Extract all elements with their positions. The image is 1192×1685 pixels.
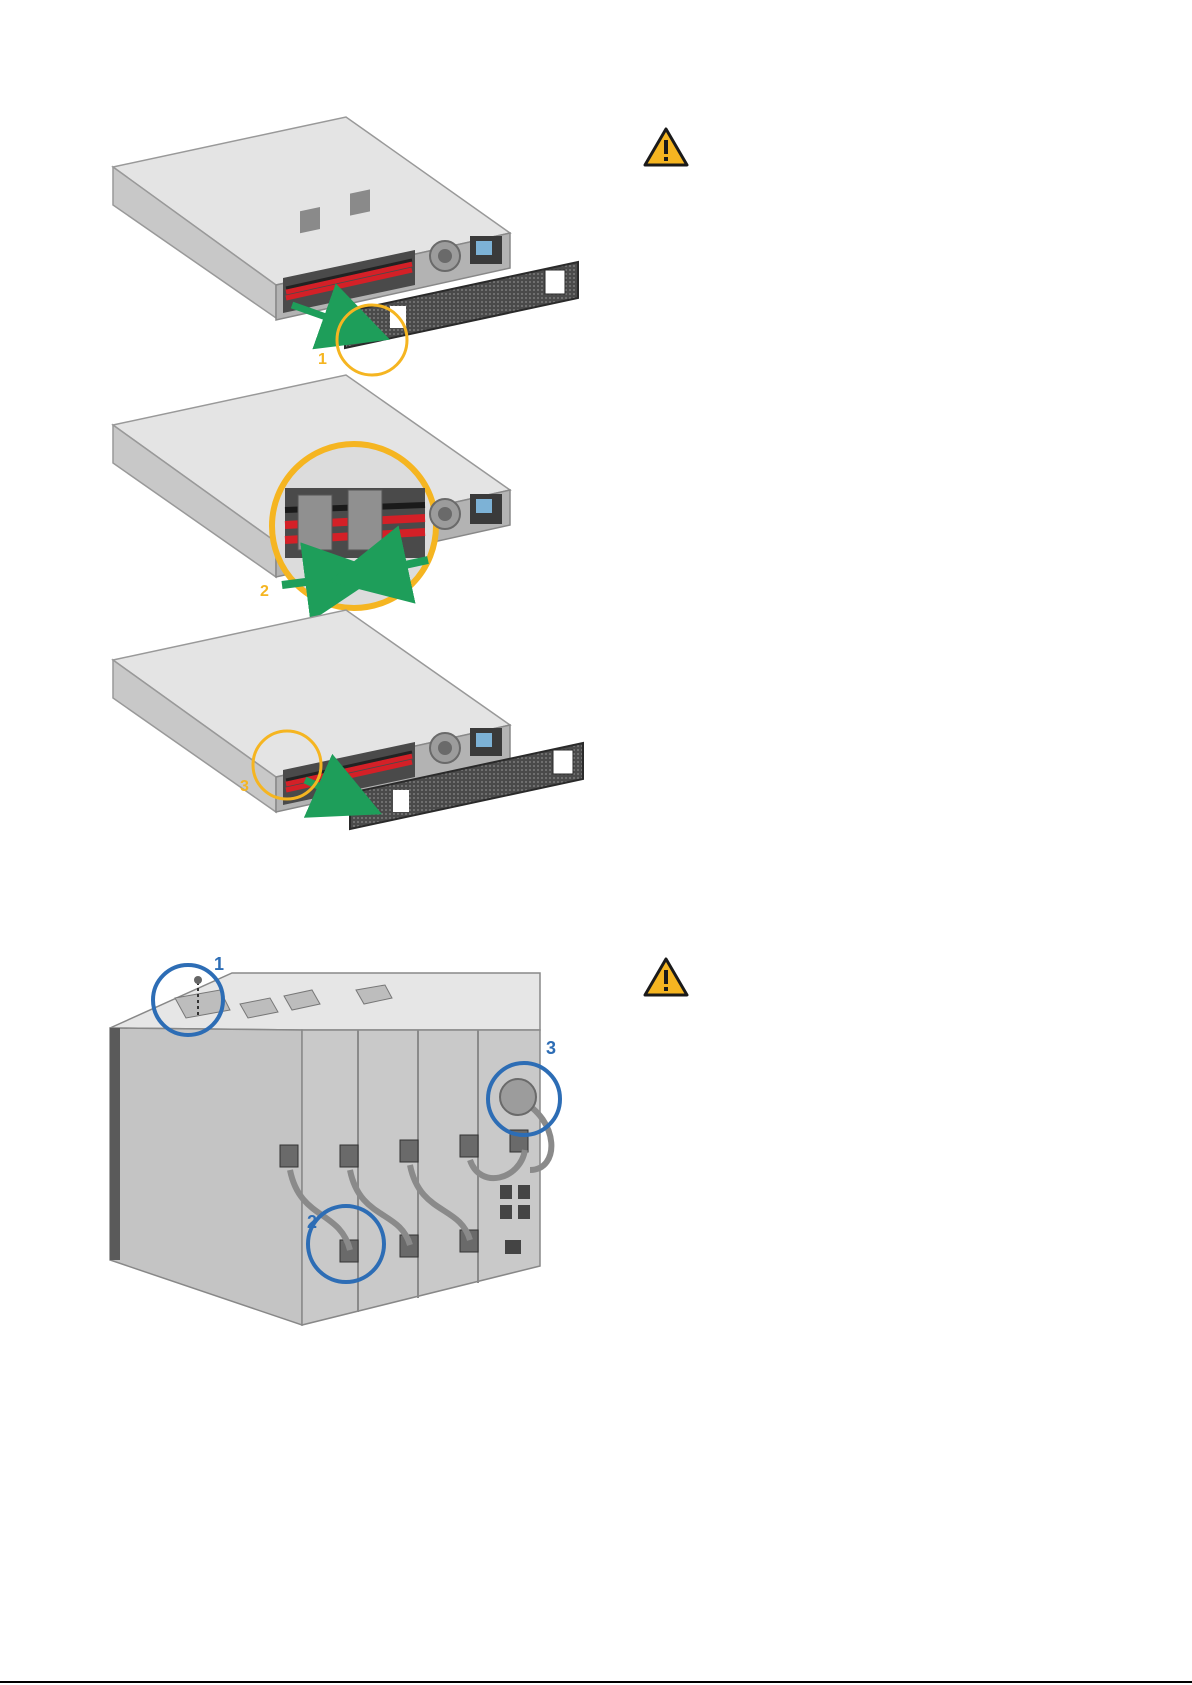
footer-rule	[0, 1681, 1192, 1683]
ebm-step-1-label: 1	[214, 954, 224, 974]
ebm-step-2-label: 2	[307, 1212, 317, 1232]
ebm-step-3-label: 3	[546, 1038, 556, 1058]
